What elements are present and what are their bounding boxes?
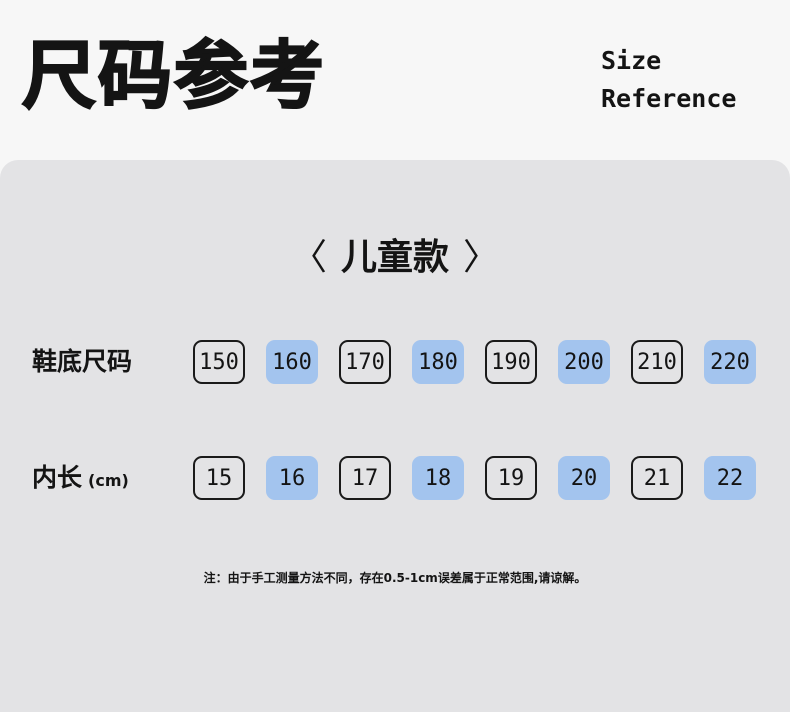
section-title: 〈儿童款〉 [0,230,790,286]
row-label-sole-size: 鞋底尺码 [32,342,132,382]
row-label-unit: (cm) [88,471,129,490]
size-cell: 220 [704,340,756,384]
size-cell: 21 [631,456,683,500]
size-cell: 16 [266,456,318,500]
size-cell: 170 [339,340,391,384]
left-bracket-icon: 〈 [290,237,327,278]
size-cell: 15 [193,456,245,500]
size-cell: 20 [558,456,610,500]
size-cell: 18 [412,456,464,500]
size-cell: 19 [485,456,537,500]
section-title-text: 儿童款 [340,237,449,278]
row-label-inner-length: 内长 (cm) [32,458,129,501]
size-cell: 160 [266,340,318,384]
page-subtitle: Size Reference [601,42,736,118]
footnote: 注：由于手工测量方法不同，存在0.5-1cm误差属于正常范围,请谅解。 [203,571,587,585]
size-cell: 17 [339,456,391,500]
size-cell: 180 [412,340,464,384]
size-cell: 200 [558,340,610,384]
page-title: 尺码参考 [21,32,326,120]
size-cell: 150 [193,340,245,384]
size-cell: 190 [485,340,537,384]
row-label-text: 内长 [32,463,83,492]
subtitle-line-1: Size [601,46,662,75]
size-cell: 210 [631,340,683,384]
subtitle-line-2: Reference [601,84,737,113]
size-card [0,160,790,712]
row-label-text: 鞋底尺码 [32,347,133,376]
right-bracket-icon: 〉 [463,237,500,278]
size-cell: 22 [704,456,756,500]
